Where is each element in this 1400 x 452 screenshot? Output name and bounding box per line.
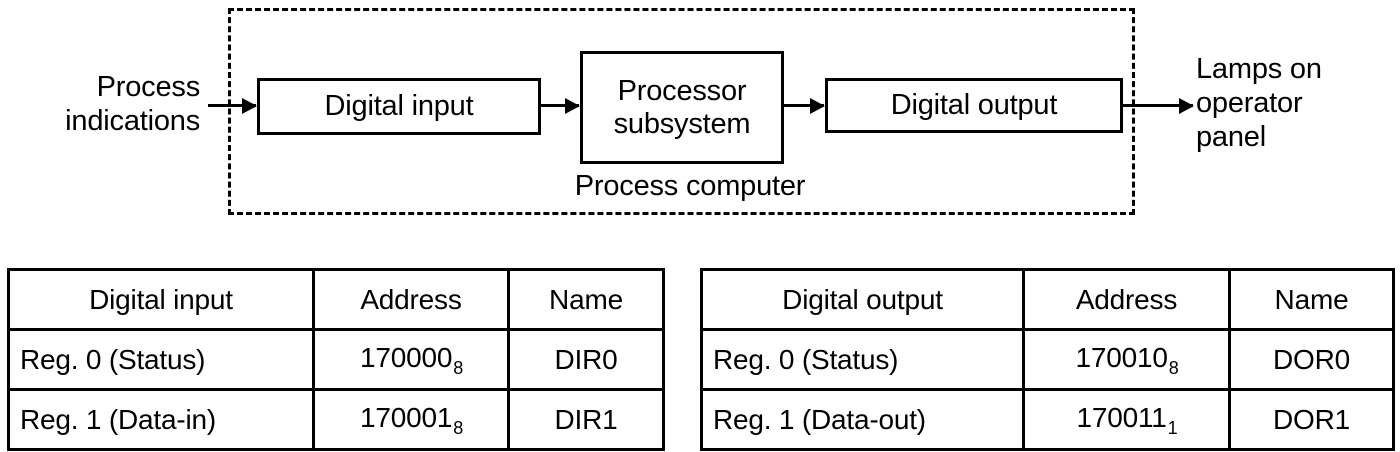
- cell-register-name: DIR0: [507, 328, 665, 391]
- cell-register-label: Reg. 1 (Data-out): [700, 388, 1025, 451]
- column-header-digital-input: Digital input: [7, 268, 315, 331]
- address-value: 170011: [1076, 402, 1167, 433]
- cell-register-label: Reg. 0 (Status): [700, 328, 1025, 391]
- block-digital-input: Digital input: [257, 78, 541, 135]
- cell-register-name: DOR1: [1228, 388, 1395, 451]
- table-row: Reg. 1 (Data-out) 1700111 DOR1: [700, 388, 1395, 451]
- cell-register-label: Reg. 1 (Data-in): [7, 388, 315, 451]
- address-radix-subscript: 1: [1167, 418, 1178, 438]
- cell-register-address: 1700111: [1022, 388, 1231, 451]
- block-digital-output-label: Digital output: [890, 89, 1058, 121]
- column-header-address: Address: [1022, 268, 1231, 331]
- block-processor-subsystem: Processor subsystem: [580, 51, 784, 164]
- arrow-digital-input-to-processor: [541, 97, 580, 114]
- address-radix-subscript: 8: [1168, 358, 1179, 378]
- table-row: Reg. 1 (Data-in) 1700018 DIR1: [7, 388, 665, 451]
- column-header-digital-output: Digital output: [700, 268, 1025, 331]
- table-row: Reg. 0 (Status) 1700008 DIR0: [7, 328, 665, 391]
- address-value: 170001: [359, 402, 453, 433]
- digital-input-register-table: Digital input Address Name Reg. 0 (Statu…: [7, 268, 665, 451]
- column-header-address: Address: [312, 268, 510, 331]
- process-computer-enclosure: [228, 8, 1135, 215]
- column-header-name: Name: [507, 268, 665, 331]
- table-header-row: Digital input Address Name: [7, 268, 665, 331]
- cell-register-address: 1700108: [1022, 328, 1231, 391]
- table-row: Reg. 0 (Status) 1700108 DOR0: [700, 328, 1395, 391]
- block-digital-output: Digital output: [825, 78, 1123, 133]
- cell-register-address: 1700008: [312, 328, 510, 391]
- column-header-name: Name: [1228, 268, 1395, 331]
- block-digital-input-label: Digital input: [324, 90, 474, 122]
- arrow-digital-output-to-lamps: [1123, 97, 1194, 114]
- address-radix-subscript: 8: [453, 358, 464, 378]
- cell-register-address: 1700018: [312, 388, 510, 451]
- cell-register-label: Reg. 0 (Status): [7, 328, 315, 391]
- address-radix-subscript: 8: [453, 418, 464, 438]
- process-computer-caption: Process computer: [574, 170, 806, 202]
- cell-register-name: DIR1: [507, 388, 665, 451]
- arrow-processor-to-digital-output: [784, 97, 825, 114]
- table-header-row: Digital output Address Name: [700, 268, 1395, 331]
- address-value: 170010: [1075, 342, 1168, 373]
- block-processor-label-line2: subsystem: [613, 107, 751, 140]
- arrow-process-to-digital-input: [208, 97, 257, 114]
- address-value: 170000: [359, 342, 453, 373]
- cell-register-name: DOR0: [1228, 328, 1395, 391]
- block-processor-label-line1: Processor: [617, 74, 747, 107]
- digital-output-register-table: Digital output Address Name Reg. 0 (Stat…: [700, 268, 1395, 451]
